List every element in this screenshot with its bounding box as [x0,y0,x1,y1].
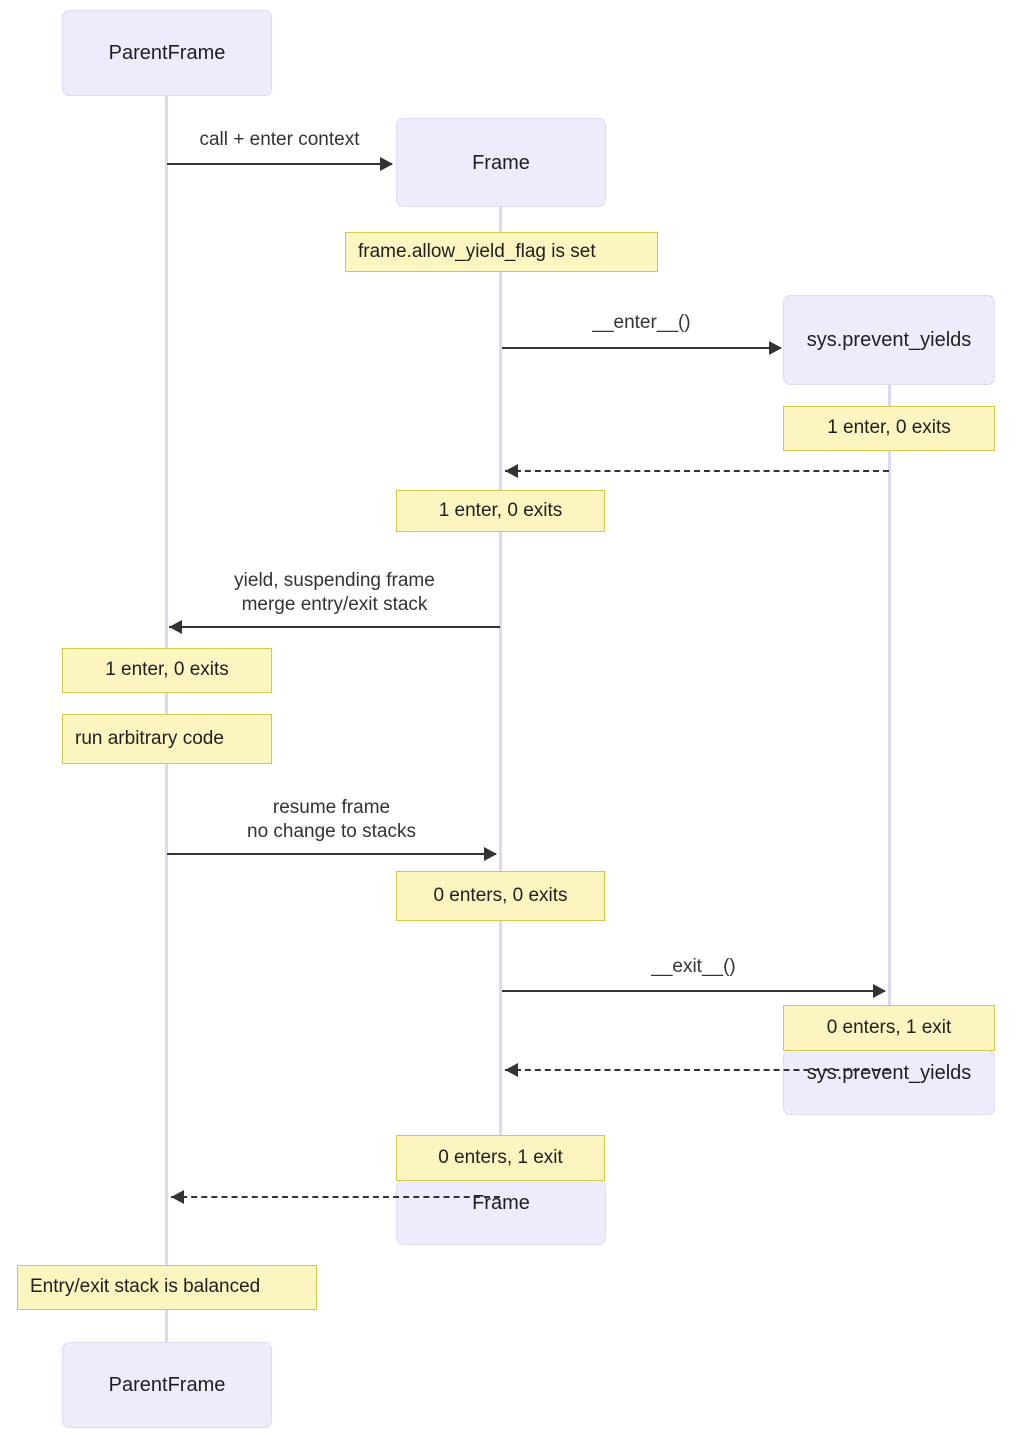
note-text: run arbitrary code [75,727,224,749]
msg-resume-frame-line [167,853,496,855]
note-text: frame.allow_yield_flag is set [358,240,596,262]
msg-exit-line [502,990,885,992]
participant-label: Frame [472,1192,530,1214]
participant-frame-top[interactable]: Frame [396,118,606,207]
participant-label: sys.prevent_yields [806,1062,972,1084]
msg-enter-label: __enter__() [592,312,691,333]
msg-yield-suspend-arrowhead-icon [169,620,182,634]
msg-return-frame-arrowhead-icon [171,1190,184,1204]
note-frame-1-enter: 1 enter, 0 exits [396,490,605,532]
note-parent-1-enter: 1 enter, 0 exits [62,648,272,693]
msg-resume-frame-label: resume frame no change to stacks [247,797,416,842]
msg-exit-label: __exit__() [651,956,736,977]
participant-parent-top[interactable]: ParentFrame [62,10,272,96]
msg-return-exit-arrowhead-icon [505,1063,518,1077]
msg-resume-frame-arrowhead-icon [484,847,497,861]
note-balanced: Entry/exit stack is balanced [17,1265,317,1310]
msg-enter-line [502,347,781,349]
msg-return-enter-line [505,470,889,472]
msg-yield-suspend-label: yield, suspending frame merge entry/exit… [234,570,435,615]
msg-call-enter-context-label: call + enter context [199,129,360,150]
msg-enter-arrowhead-icon [769,341,782,355]
note-text: 0 enters, 1 exit [826,1016,952,1038]
participant-label: ParentFrame [108,42,226,64]
note-text: Entry/exit stack is balanced [30,1276,261,1298]
note-text: 0 enters, 1 exit [438,1146,563,1168]
note-prevent-1-enter: 1 enter, 0 exits [783,406,995,451]
msg-return-frame-line [171,1196,500,1198]
note-text: 1 enter, 0 exits [827,417,951,439]
participant-frame-bot[interactable]: Frame [396,1180,606,1245]
note-text: 1 enter, 0 exits [438,499,563,521]
lifeline-frame [499,207,502,1180]
msg-exit-arrowhead-icon [873,984,886,998]
msg-return-exit-line [505,1069,889,1071]
msg-return-enter-arrowhead-icon [505,464,518,478]
participant-prevent-top[interactable]: sys.prevent_yields [783,295,995,385]
note-prevent-0-1exit: 0 enters, 1 exit [783,1005,995,1051]
note-run-arbitrary: run arbitrary code [62,714,272,764]
participant-label: ParentFrame [108,1374,226,1396]
note-frame-0-enters: 0 enters, 0 exits [396,871,605,921]
note-text: 0 enters, 0 exits [433,884,568,906]
msg-call-enter-context-arrowhead-icon [380,157,393,171]
participant-prevent-bot[interactable]: sys.prevent_yields [783,1050,995,1115]
msg-yield-suspend-line [169,626,500,628]
note-text: 1 enter, 0 exits [105,659,229,681]
participant-label: Frame [472,151,530,174]
note-frame-0-1exit: 0 enters, 1 exit [396,1135,605,1181]
lifeline-prevent [888,385,891,1050]
participant-label: sys.prevent_yields [806,329,972,351]
msg-call-enter-context-line [167,163,392,165]
note-allow-yield-flag: frame.allow_yield_flag is set [345,232,658,272]
participant-parent-bot[interactable]: ParentFrame [62,1342,272,1428]
